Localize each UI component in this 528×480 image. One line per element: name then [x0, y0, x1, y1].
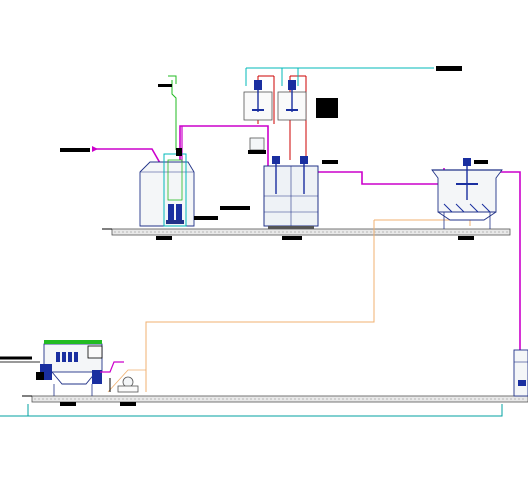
lower-return-line — [27, 404, 503, 417]
pump-tag — [194, 216, 218, 220]
pump-icon — [166, 204, 184, 224]
filter-press — [36, 340, 124, 396]
discharge-tank — [513, 349, 528, 397]
tank-base-tag — [156, 236, 172, 240]
press-base-tag — [60, 402, 76, 406]
mixer-icon — [272, 156, 308, 194]
dosing-side-tag — [220, 206, 250, 210]
upper-ground-line — [102, 228, 511, 236]
inlet-tag — [60, 148, 90, 152]
sludge-pump — [109, 376, 139, 393]
settling-tag — [474, 160, 488, 164]
regulating-tank — [139, 148, 195, 227]
pump-base-tag — [120, 402, 136, 406]
lower-ground-line — [22, 395, 528, 403]
settling-base-tag — [458, 236, 474, 240]
dosing-unit — [243, 80, 338, 229]
mixer-icon — [252, 80, 298, 112]
feed-pipe-to-dosing — [179, 125, 269, 168]
equipment-tags — [60, 66, 488, 406]
settling-tank — [431, 158, 503, 229]
vent-tag — [158, 84, 172, 87]
sludge-inlet — [0, 356, 40, 363]
outlet-pipe — [500, 171, 521, 350]
clarifier-icon — [456, 158, 478, 200]
filter-press-icon — [56, 352, 78, 362]
vent-line — [171, 80, 177, 150]
sludge-line — [145, 220, 375, 392]
upper-water-line — [245, 67, 434, 86]
pipe-to-settling — [318, 168, 445, 185]
sludge-return — [107, 369, 146, 393]
outlet-tag — [436, 66, 462, 71]
dosing-base-tag — [282, 236, 302, 240]
cabinet-tag — [322, 160, 338, 164]
